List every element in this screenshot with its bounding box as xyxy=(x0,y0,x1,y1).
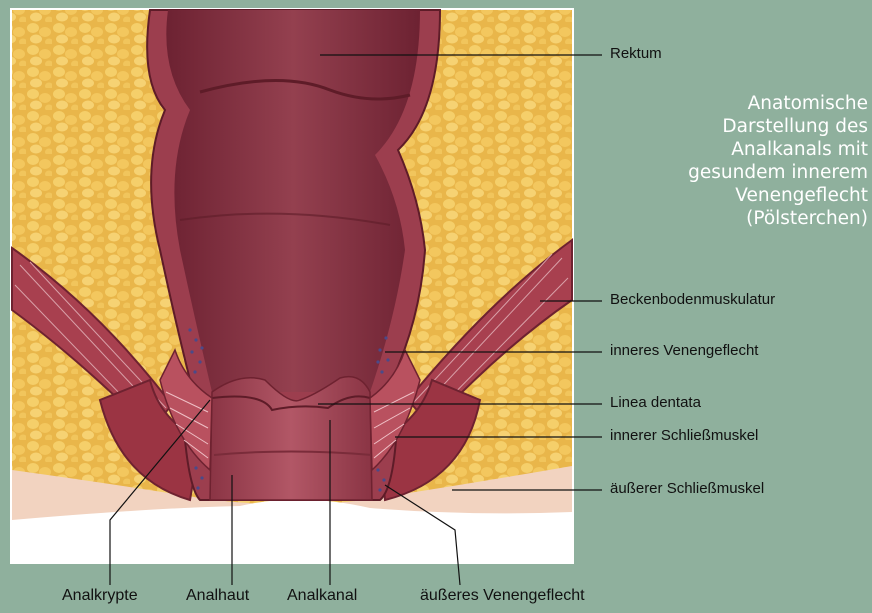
label-linea-dentata: Linea dentata xyxy=(610,394,701,411)
label-aeusserer-schliessmuskel: äußerer Schließmuskel xyxy=(610,480,764,497)
rectum-lumen xyxy=(166,10,420,392)
label-analkanal: Analkanal xyxy=(287,587,357,605)
label-aeusseres-venengeflecht: äußeres Venengeflecht xyxy=(420,587,585,605)
caption: Anatomische Darstellung des Analkanals m… xyxy=(608,92,868,230)
caption-line: Anatomische xyxy=(608,92,868,115)
caption-line: (Pölsterchen) xyxy=(608,207,868,230)
caption-line: Analkanals mit xyxy=(608,138,868,161)
label-innerer-schliessmuskel: innerer Schließmuskel xyxy=(610,427,758,444)
label-rektum: Rektum xyxy=(610,45,662,62)
caption-line: gesundem innerem xyxy=(608,161,868,184)
label-analhaut: Analhaut xyxy=(186,587,249,605)
label-beckenbodenmuskulatur: Beckenbodenmuskulatur xyxy=(610,291,775,308)
caption-line: Darstellung des xyxy=(608,115,868,138)
label-analkrypte: Analkrypte xyxy=(62,587,138,605)
caption-line: Venengeflecht xyxy=(608,184,868,207)
label-inneres-venengeflecht: inneres Venengeflecht xyxy=(610,342,758,359)
